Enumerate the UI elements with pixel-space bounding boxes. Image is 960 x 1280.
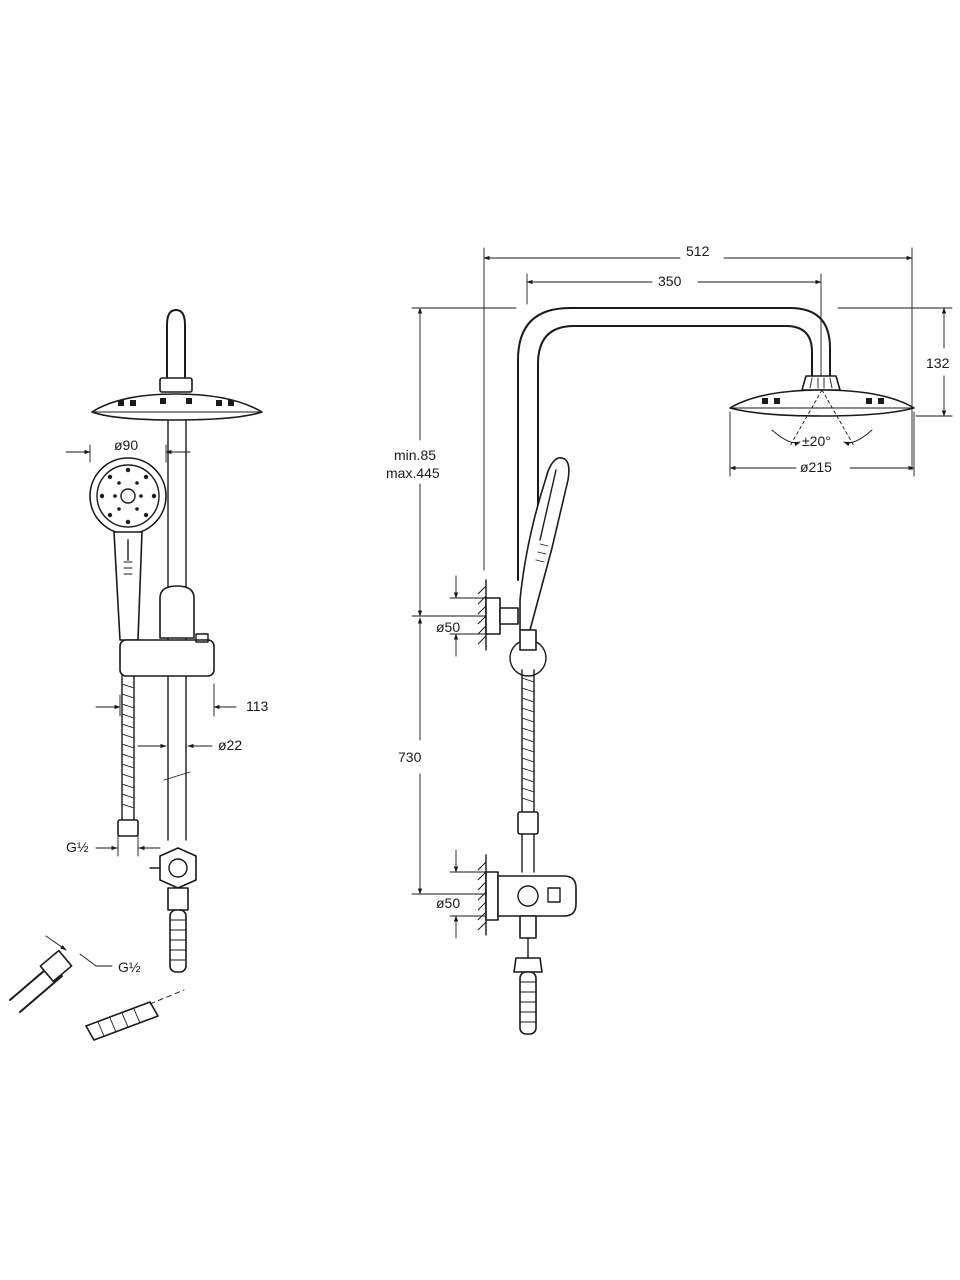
side-diverter-button: [195, 633, 209, 643]
front-label-arm-min: min.85: [394, 447, 436, 463]
front-label-head-diameter: ø215: [800, 459, 832, 475]
front-dimensions: [411, 247, 953, 939]
front-handshower-edge: [539, 469, 557, 541]
front-hose: [517, 669, 539, 835]
side-label-bracket-projection: 113: [246, 698, 269, 714]
front-valve-wallplate: [485, 871, 499, 921]
front-valve-handle: [547, 887, 561, 903]
side-handshower-center: [120, 488, 136, 504]
side-hose-detail: [9, 949, 185, 1041]
side-view: ø90 113 ø22 G½ G½: [9, 309, 269, 1041]
side-handshower-grip: [123, 561, 133, 575]
front-valve-knob: [517, 885, 539, 907]
side-handshower-ring: [96, 464, 160, 528]
side-dimensions: [45, 444, 237, 967]
side-label-handshower-diameter: ø90: [114, 437, 138, 453]
side-inlet-hose: [169, 909, 187, 973]
side-head-nut: [159, 377, 193, 393]
front-label-arm-max: max.445: [386, 465, 440, 481]
front-head-pins: [762, 398, 884, 404]
front-label-bracket-top: ø50: [436, 619, 460, 635]
front-label-arm-length: 350: [658, 273, 682, 289]
front-arm-outer: [517, 307, 831, 581]
side-label-pipe-diameter: ø22: [218, 737, 242, 753]
front-upper-bracket-arm: [499, 607, 519, 625]
front-inlet-nut: [513, 957, 543, 973]
front-label-connection-distance: 730: [398, 749, 422, 765]
side-pipe-break: [163, 771, 191, 781]
side-pipe-lower: [167, 659, 187, 841]
front-valve-outlet: [519, 915, 537, 939]
side-head-pins: [118, 398, 234, 406]
front-riser-lower: [521, 833, 535, 873]
side-hose: [117, 675, 139, 837]
side-valve-inlet: [167, 887, 189, 911]
side-head-plate: [91, 393, 263, 421]
front-head-plate: [729, 389, 915, 417]
front-valve-body: [497, 875, 577, 917]
side-slider-bracket: [159, 585, 195, 639]
front-label-bracket-bottom: ø50: [436, 895, 460, 911]
front-label-head-height: 132: [926, 355, 950, 371]
front-wall-lower: [477, 854, 487, 936]
front-view: 512 350 132 ±20° ø215 min.85 max.445 ø50…: [386, 243, 953, 1035]
front-handshower: [519, 457, 570, 631]
side-label-inlet-thread: G½: [118, 959, 141, 975]
front-hose-nut: [519, 629, 537, 651]
front-tilt-indicator: [771, 389, 873, 447]
front-upper-bracket-plate: [485, 597, 501, 635]
side-gooseneck: [166, 309, 186, 381]
front-label-head-tilt: ±20°: [802, 433, 831, 449]
side-valve-knob: [168, 858, 188, 878]
side-handshower-nozzles: [99, 467, 157, 525]
front-head-connector: [801, 375, 841, 391]
front-inlet-hose: [519, 971, 537, 1035]
front-arm-inner: [537, 325, 813, 581]
side-label-hose-thread: G½: [66, 839, 89, 855]
front-label-overall-width: 512: [686, 243, 710, 259]
side-diverter-body: [119, 639, 215, 677]
front-wall-upper: [477, 579, 487, 651]
side-valve-body: [159, 847, 197, 889]
